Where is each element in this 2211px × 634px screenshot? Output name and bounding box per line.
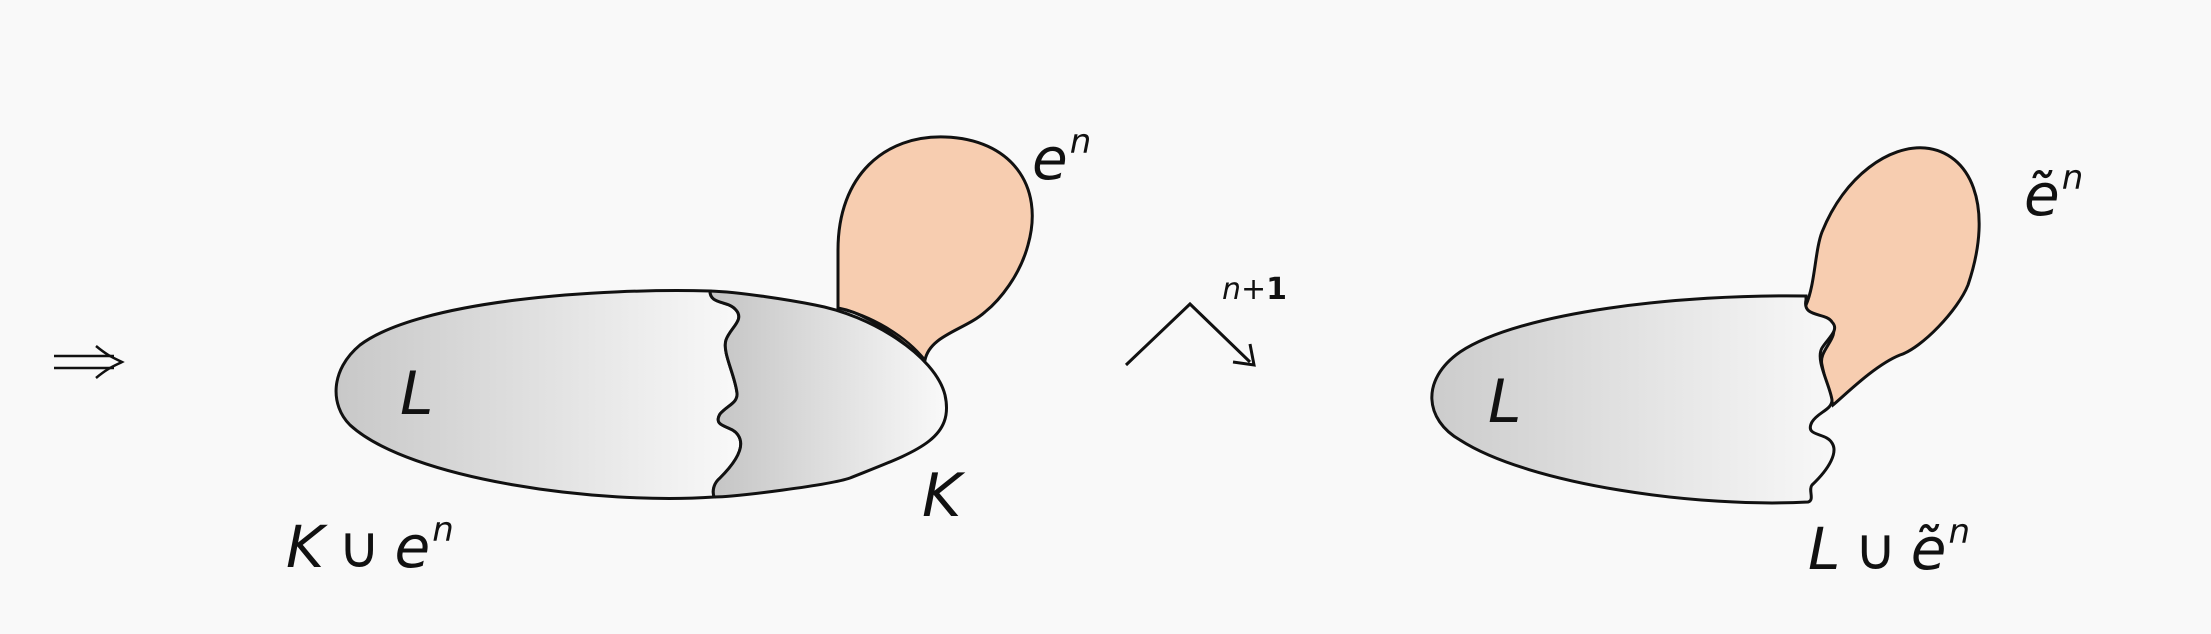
- cell-tilde-en-blob: [1803, 146, 1981, 408]
- label-L-left: L: [400, 359, 434, 429]
- caption-left-space: K: [286, 513, 325, 581]
- caption-right-exp: n: [1948, 512, 1971, 552]
- caption-left-cup: ∪: [338, 513, 381, 581]
- caption-right: L∪ẽn: [1808, 515, 1970, 578]
- implies-arrow: [54, 345, 125, 379]
- region-K-shape: [708, 289, 948, 499]
- label-cell-tilde-en: ẽn: [2024, 161, 2083, 224]
- expansion-label: n+1: [1222, 272, 1287, 307]
- region-L-shape: [334, 289, 743, 500]
- label-K: K: [922, 461, 962, 531]
- cell-en-exponent: n: [1069, 122, 1092, 162]
- caption-right-space: L: [1808, 515, 1841, 583]
- caption-left-exp: n: [432, 510, 454, 550]
- caption-right-cell: ẽ: [1910, 515, 1947, 583]
- label-cell-en: en: [1032, 125, 1091, 188]
- expansion-one: 1: [1266, 272, 1288, 307]
- expansion-arrow: [1124, 301, 1256, 367]
- cell-en-base: e: [1032, 125, 1068, 193]
- cell-tilde-en-exponent: n: [2061, 158, 2084, 198]
- expansion-n: n: [1222, 272, 1242, 307]
- caption-left: K∪en: [286, 513, 454, 576]
- region-L-right-shape: [1430, 294, 1837, 505]
- cell-tilde-en-base: ẽ: [2024, 161, 2060, 229]
- label-L-right: L: [1488, 367, 1522, 437]
- expansion-plus: +: [1241, 272, 1267, 307]
- caption-right-cup: ∪: [1854, 515, 1897, 583]
- caption-left-cell: e: [394, 513, 431, 581]
